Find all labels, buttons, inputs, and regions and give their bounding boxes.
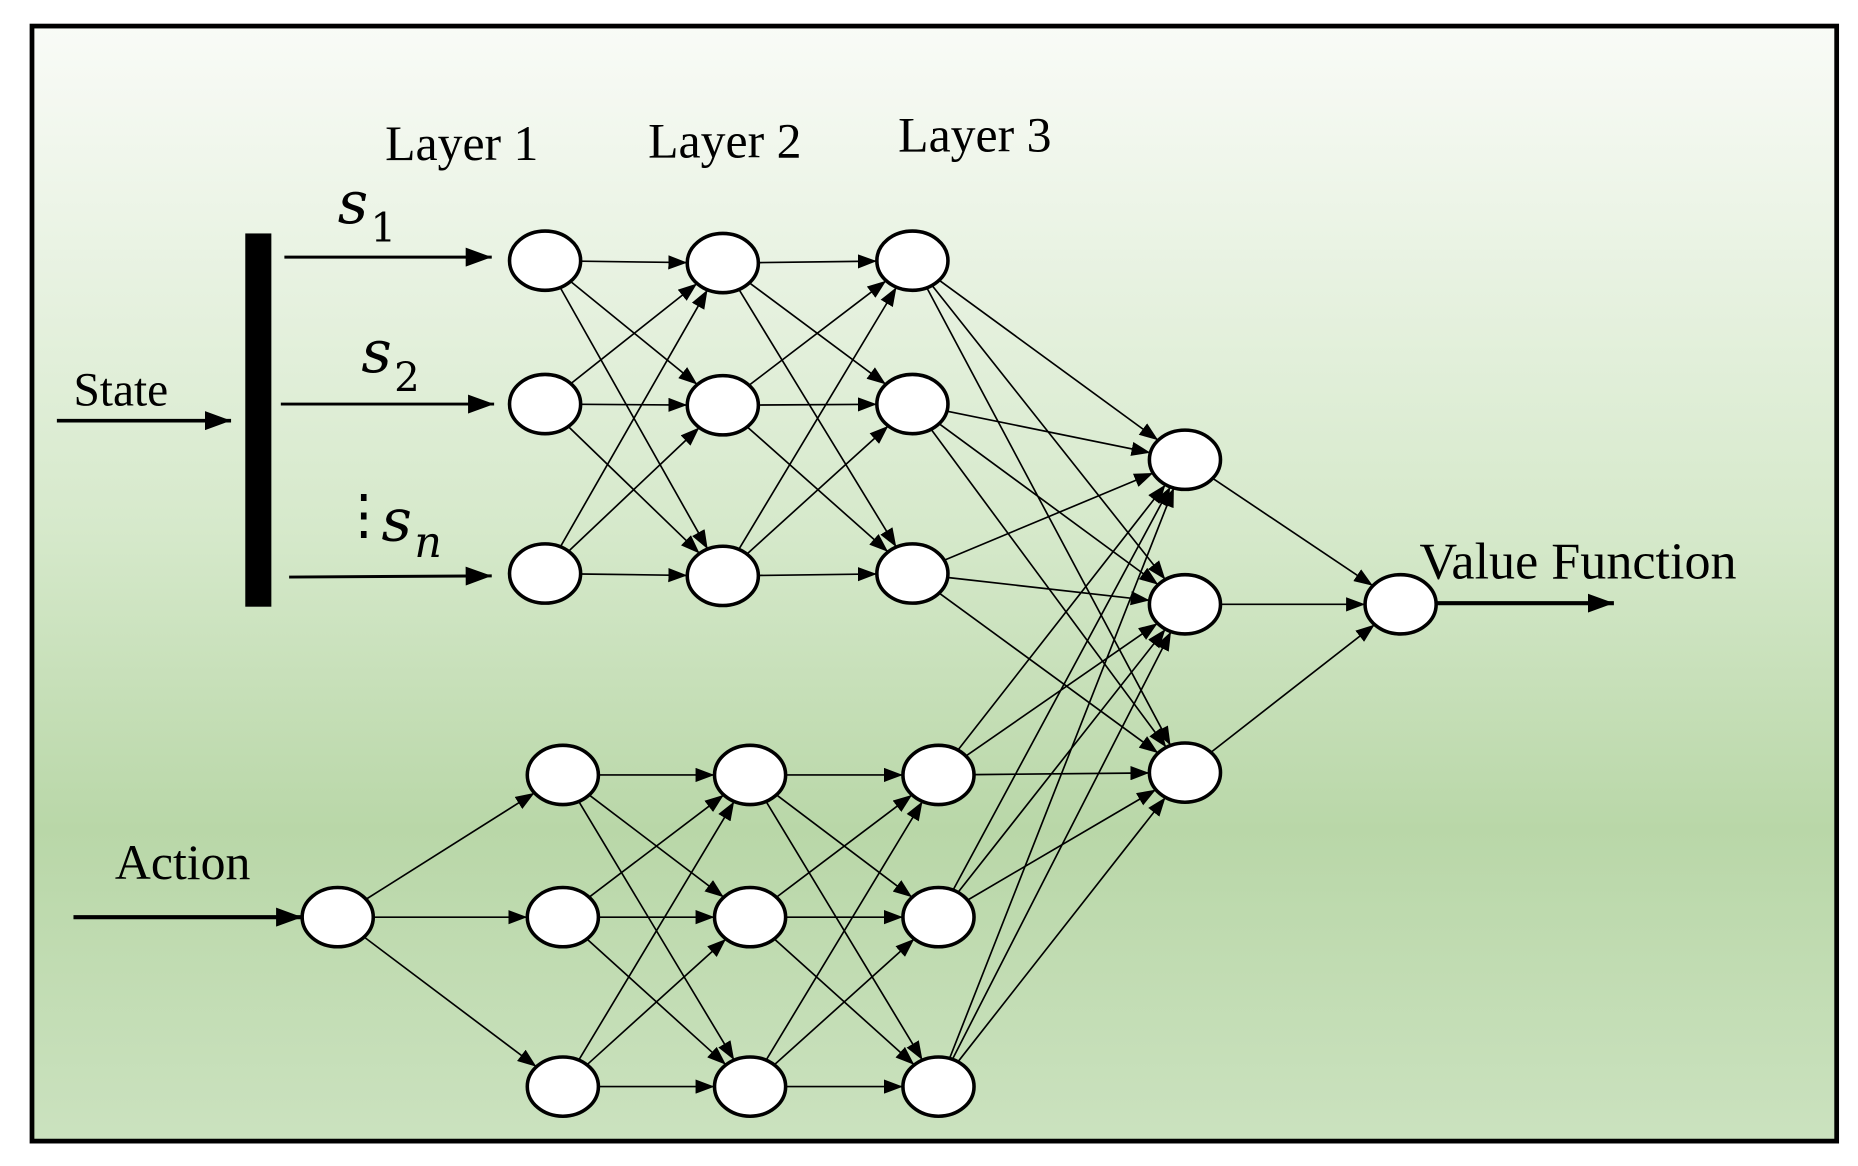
connection-arrow-merged-layer-neuron-3-to-output-neuron-1 [1210, 623, 1376, 753]
connection-arrow-action-layer-2-neuron-2-to-action-layer-3-neuron-1 [775, 794, 913, 898]
state-bus-bar [245, 233, 272, 607]
state-layer-3-neuron-3 [875, 542, 950, 605]
output-neuron-1 [1363, 572, 1438, 636]
connection-arrow-action-layer-3-neuron-1-to-merged-layer-neuron-1 [957, 484, 1167, 751]
state-layer-3-neuron-1 [875, 229, 950, 293]
action-layer-2-neuron-2 [712, 885, 788, 949]
connection-arrow-state-layer-2-neuron-3-to-state-layer-3-neuron-1 [738, 286, 898, 550]
connection-arrow-state-layer-2-neuron-3-to-state-layer-3-neuron-2 [746, 425, 889, 555]
state-component-sn: sn [382, 485, 442, 568]
state-component-s2: s2 [361, 317, 419, 401]
connection-arrow-merged-layer-neuron-1-to-output-neuron-1 [1212, 477, 1374, 587]
layer-1-label: Layer 1 [385, 116, 538, 171]
layer-3-label: Layer 3 [898, 108, 1051, 163]
state-layer-1-neuron-3 [507, 542, 583, 605]
connection-arrow-action-layer-3-neuron-3-to-merged-layer-neuron-1 [948, 487, 1175, 1059]
action-layer-3-neuron-3 [901, 1055, 976, 1119]
value-function-label: Value Function [1420, 533, 1737, 590]
s2-subscript: 2 [394, 355, 420, 401]
connection-arrow-state-layer-1-neuron-2-to-state-layer-2-neuron-1 [570, 282, 698, 385]
sn-symbol: s [382, 485, 412, 554]
connection-arrow-action-layer-3-neuron-2-to-merged-layer-neuron-1 [952, 486, 1172, 891]
connection-arrow-state-layer-3-neuron-3-to-merged-layer-neuron-2 [947, 576, 1150, 606]
connection-arrow-state-layer-1-neuron-3-to-state-layer-2-neuron-1 [559, 289, 709, 548]
action-layer-3-neuron-2 [901, 885, 976, 949]
connection-arrow-action-layer-2-neuron-3-to-action-layer-3-neuron-2 [773, 938, 915, 1066]
sn-subscript: n [414, 518, 441, 568]
connection-arrow-state-layer-1-neuron-3-to-state-layer-2-neuron-3 [580, 568, 688, 583]
connection-arrow-state-layer-3-neuron-2-to-merged-layer-neuron-2 [938, 422, 1159, 586]
action-layer-3-neuron-1 [901, 743, 976, 807]
connection-arrow-state-layer-2-neuron-1-to-state-layer-3-neuron-1 [758, 254, 877, 269]
connection-arrow-state-layer-3-neuron-1-to-merged-layer-neuron-1 [938, 279, 1159, 441]
sn-arrow [289, 566, 492, 586]
connection-arrow-action-layer-2-neuron-3-to-action-layer-3-neuron-1 [765, 800, 924, 1061]
action-label: Action [115, 835, 251, 890]
action-layer-2-neuron-1 [712, 743, 788, 807]
state-layer-2-neuron-1 [685, 231, 761, 295]
connections [363, 254, 1376, 1094]
state-component-s1: s1 [338, 168, 396, 252]
state-layer-2-neuron-3 [685, 544, 761, 608]
connection-arrow-action-layer-3-neuron-2-to-merged-layer-neuron-2 [957, 628, 1167, 893]
state-label: State [73, 364, 168, 416]
merged-layer-neuron-2 [1147, 572, 1223, 636]
neurons [300, 229, 1438, 1119]
connection-arrow-action-layer-1-neuron-3-to-action-layer-2-neuron-2 [586, 938, 727, 1066]
layer-2-label: Layer 2 [648, 114, 801, 169]
connection-arrow-action-layer-1-neuron-2-to-action-layer-2-neuron-1 [588, 794, 725, 898]
action-layer-2-neuron-3 [712, 1055, 788, 1119]
state-layer-2-neuron-2 [685, 373, 761, 437]
connection-arrow-action-input-neuron-1-to-action-layer-1-neuron-3 [363, 936, 537, 1068]
connection-arrow-action-layer-1-neuron-3-to-action-layer-2-neuron-1 [578, 801, 735, 1061]
connection-arrow-action-layer-3-neuron-3-to-merged-layer-neuron-2 [951, 631, 1172, 1060]
merged-layer-neuron-3 [1147, 741, 1223, 804]
state-layer-3-neuron-2 [875, 372, 950, 436]
s2-symbol: s [361, 317, 391, 386]
action-layer-1-neuron-2 [525, 885, 601, 949]
connection-arrow-state-layer-3-neuron-3-to-merged-layer-neuron-1 [943, 472, 1154, 562]
connection-arrow-state-layer-1-neuron-2-to-state-layer-2-neuron-2 [580, 397, 688, 413]
s1-subscript: 1 [370, 206, 396, 252]
merged-layer-neuron-1 [1147, 428, 1223, 492]
state-layer-1-neuron-2 [507, 372, 583, 436]
action-layer-1-neuron-1 [525, 743, 601, 807]
connection-arrow-state-layer-2-neuron-2-to-state-layer-3-neuron-1 [748, 280, 887, 386]
s1-symbol: s [338, 168, 368, 237]
state-layer-1-neuron-1 [507, 229, 583, 293]
connection-arrow-state-layer-1-neuron-1-to-state-layer-2-neuron-1 [580, 255, 688, 270]
connection-arrow-action-layer-3-neuron-3-to-merged-layer-neuron-3 [957, 796, 1167, 1063]
connection-arrow-state-layer-3-neuron-2-to-merged-layer-neuron-1 [946, 410, 1151, 456]
connection-arrow-action-input-neuron-1-to-action-layer-1-neuron-1 [365, 792, 535, 900]
connection-arrow-state-layer-2-neuron-3-to-state-layer-3-neuron-3 [758, 567, 877, 582]
connection-arrow-state-layer-2-neuron-2-to-state-layer-3-neuron-2 [758, 397, 877, 412]
action-input-neuron-1 [300, 885, 376, 949]
vertical-ellipsis: ⋮ [337, 484, 391, 545]
connection-arrow-state-layer-1-neuron-3-to-state-layer-2-neuron-2 [567, 426, 700, 552]
action-layer-1-neuron-3 [525, 1055, 601, 1119]
